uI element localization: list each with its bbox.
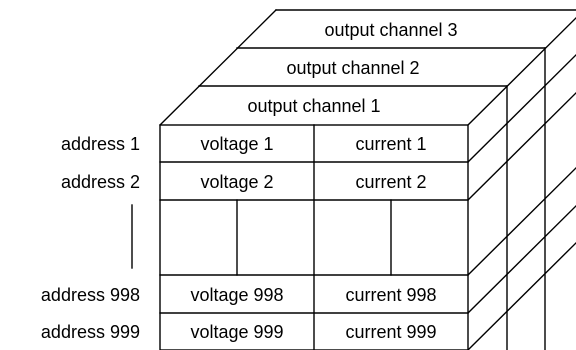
front-face xyxy=(159,124,469,350)
right-side-face xyxy=(467,47,576,350)
cell-voltage-999: voltage 999 xyxy=(190,322,283,342)
top-face xyxy=(159,9,576,126)
row-label-address-1: address 1 xyxy=(61,134,140,154)
side-row-diagonal xyxy=(467,204,576,314)
side-row-diagonal xyxy=(467,53,576,163)
cell-voltage-2: voltage 2 xyxy=(200,172,273,192)
cell-voltage-1: voltage 1 xyxy=(200,134,273,154)
channel-label-1: output channel 1 xyxy=(247,96,380,116)
cell-current-2: current 2 xyxy=(355,172,426,192)
row-label-address-999: address 999 xyxy=(41,322,140,342)
top-right-edge xyxy=(467,16,576,126)
channel-label-2: output channel 2 xyxy=(286,58,419,78)
top-left-edge xyxy=(159,9,277,126)
row-label-address-2: address 2 xyxy=(61,172,140,192)
cell-current-998: current 998 xyxy=(345,285,436,305)
cell-voltage-998: voltage 998 xyxy=(190,285,283,305)
cell-current-999: current 999 xyxy=(345,322,436,342)
row-label-address-998: address 998 xyxy=(41,285,140,305)
side-row-diagonal xyxy=(467,91,576,201)
cell-current-1: current 1 xyxy=(355,134,426,154)
side-row-diagonal xyxy=(467,241,576,350)
side-row-diagonal xyxy=(467,166,576,276)
channel-label-3: output channel 3 xyxy=(324,20,457,40)
